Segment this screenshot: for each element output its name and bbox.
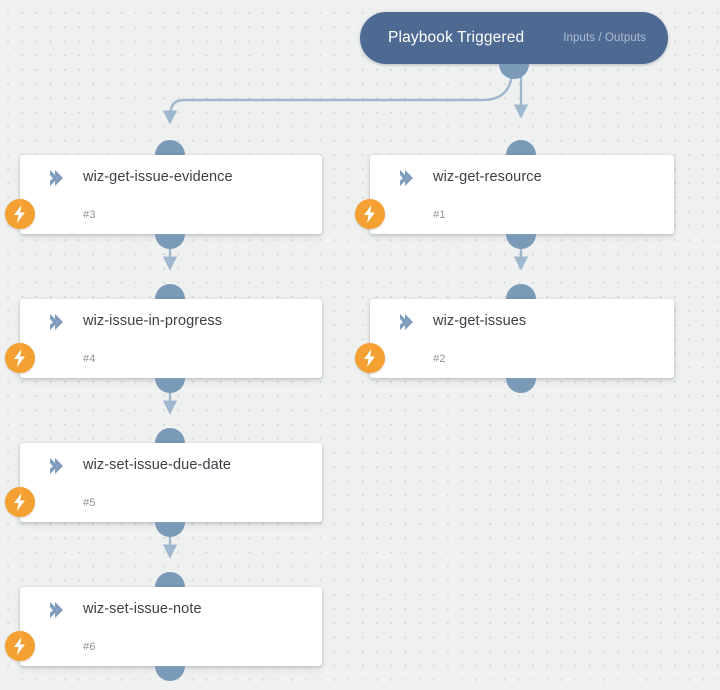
chevron-right-icon [48, 601, 64, 619]
port-out-node-3[interactable] [155, 234, 185, 249]
node-card-wiz-set-issue-due-date[interactable]: wiz-set-issue-due-date #5 [5, 443, 322, 522]
node-number: #1 [433, 209, 446, 221]
lightning-bolt-icon [5, 343, 35, 373]
node-number: #3 [83, 209, 96, 221]
chevron-right-icon [48, 313, 64, 331]
trigger-inputs-outputs-label[interactable]: Inputs / Outputs [563, 32, 646, 44]
lightning-bolt-icon [5, 487, 35, 517]
port-in-node-5[interactable] [155, 428, 185, 443]
lightning-bolt-icon [5, 631, 35, 661]
node-card-wiz-get-resource[interactable]: wiz-get-resource #1 [355, 155, 674, 234]
node-title: wiz-get-issues [433, 313, 527, 329]
trigger-node[interactable]: Playbook Triggered Inputs / Outputs [360, 12, 668, 64]
node-number: #2 [433, 353, 446, 365]
node-title: wiz-set-issue-due-date [83, 457, 232, 473]
node-title: wiz-issue-in-progress [83, 313, 223, 329]
lightning-bolt-icon [355, 199, 385, 229]
node-card-wiz-issue-in-progress[interactable]: wiz-issue-in-progress #4 [5, 299, 322, 378]
lightning-bolt-icon [5, 199, 35, 229]
node-card-wiz-set-issue-note[interactable]: wiz-set-issue-note #6 [5, 587, 322, 666]
chevron-right-icon [398, 313, 414, 331]
node-card-wiz-get-issues[interactable]: wiz-get-issues #2 [355, 299, 674, 378]
node-number: #6 [83, 641, 96, 653]
node-title: wiz-set-issue-note [83, 601, 202, 617]
port-in-node-2[interactable] [506, 284, 536, 299]
port-out-trigger[interactable] [499, 64, 529, 79]
node-card-wiz-get-issue-evidence[interactable]: wiz-get-issue-evidence #3 [5, 155, 322, 234]
port-out-node-1[interactable] [506, 234, 536, 249]
node-title: wiz-get-issue-evidence [83, 169, 233, 185]
port-in-node-1[interactable] [506, 140, 536, 155]
chevron-right-icon [48, 169, 64, 187]
port-out-node-2[interactable] [506, 378, 536, 393]
port-in-node-6[interactable] [155, 572, 185, 587]
port-out-node-4[interactable] [155, 378, 185, 393]
chevron-right-icon [48, 457, 64, 475]
node-title: wiz-get-resource [433, 169, 542, 185]
node-number: #5 [83, 497, 96, 509]
trigger-title: Playbook Triggered [388, 29, 525, 46]
port-in-node-3[interactable] [155, 140, 185, 155]
wire-trigger-to-evidence [162, 69, 514, 125]
port-out-node-5[interactable] [155, 522, 185, 537]
port-in-node-4[interactable] [155, 284, 185, 299]
node-number: #4 [83, 353, 96, 365]
chevron-right-icon [398, 169, 414, 187]
lightning-bolt-icon [355, 343, 385, 373]
port-out-node-6[interactable] [155, 666, 185, 681]
